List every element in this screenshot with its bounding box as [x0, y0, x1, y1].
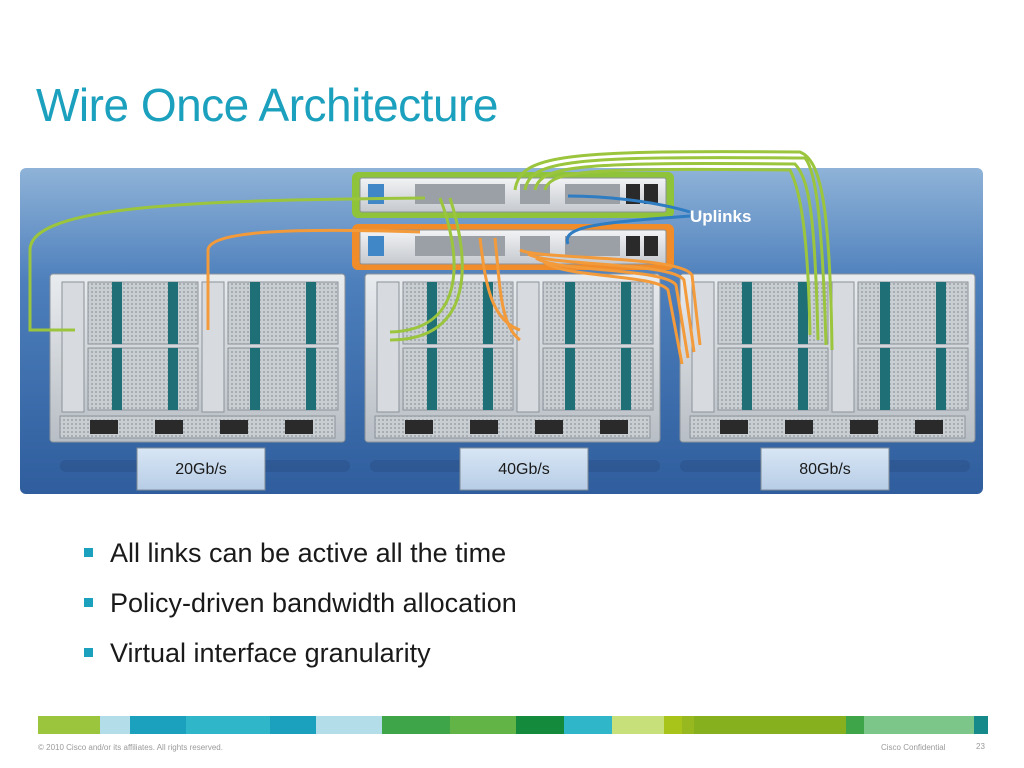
color-bar-segment: [130, 716, 186, 734]
fabric-a-cables: [28, 150, 834, 351]
speed-badge-2-label: 40Gb/s: [498, 461, 550, 478]
bullet-item: All links can be active all the time: [84, 532, 517, 582]
color-bar-segment: [612, 716, 664, 734]
color-bar-segment: [664, 716, 682, 734]
color-bar-segment: [186, 716, 270, 734]
color-bar-segment: [694, 716, 846, 734]
blade-chassis-3: [679, 273, 976, 443]
footer-color-bar: [38, 716, 988, 734]
color-bar-segment: [100, 716, 130, 734]
color-bar-segment: [974, 716, 988, 734]
speed-badge-3-label: 80Gb/s: [799, 461, 851, 478]
bullet-square-icon: [84, 548, 93, 557]
footer-confidential: Cisco Confidential: [881, 743, 946, 752]
bullet-text: Virtual interface granularity: [110, 638, 431, 668]
color-bar-segment: [270, 716, 316, 734]
speed-badge-1-label: 20Gb/s: [175, 461, 227, 478]
fabric-interconnect-a: [352, 172, 674, 218]
color-bar-segment: [682, 716, 694, 734]
bullet-text: Policy-driven bandwidth allocation: [110, 588, 517, 618]
uplinks-label: Uplinks: [690, 207, 751, 226]
blade-chassis-1: [49, 273, 346, 443]
bullet-item: Policy-driven bandwidth allocation: [84, 582, 517, 632]
wire-once-diagram: Uplinks 20Gb/s 40Gb/s 80Gb/s: [20, 150, 983, 494]
bullet-item: Virtual interface granularity: [84, 632, 517, 682]
footer-copyright: © 2010 Cisco and/or its affiliates. All …: [38, 743, 223, 752]
page-number: 23: [976, 742, 985, 751]
blade-chassis-2: [364, 273, 661, 443]
color-bar-segment: [316, 716, 382, 734]
bullet-list: All links can be active all the time Pol…: [84, 532, 517, 682]
fabric-b-cables: [206, 228, 702, 365]
color-bar-segment: [450, 716, 516, 734]
color-bar-segment: [564, 716, 612, 734]
color-bar-segment: [38, 716, 100, 734]
speed-badge-3: 80Gb/s: [760, 447, 890, 491]
color-bar-segment: [864, 716, 974, 734]
color-bar-segment: [516, 716, 564, 734]
color-bar-segment: [382, 716, 450, 734]
speed-badge-1: 20Gb/s: [136, 447, 266, 491]
slide-title: Wire Once Architecture: [36, 79, 498, 131]
speed-badge-2: 40Gb/s: [459, 447, 589, 491]
color-bar-segment: [846, 716, 864, 734]
bullet-square-icon: [84, 598, 93, 607]
bullet-text: All links can be active all the time: [110, 538, 507, 568]
bullet-square-icon: [84, 648, 93, 657]
